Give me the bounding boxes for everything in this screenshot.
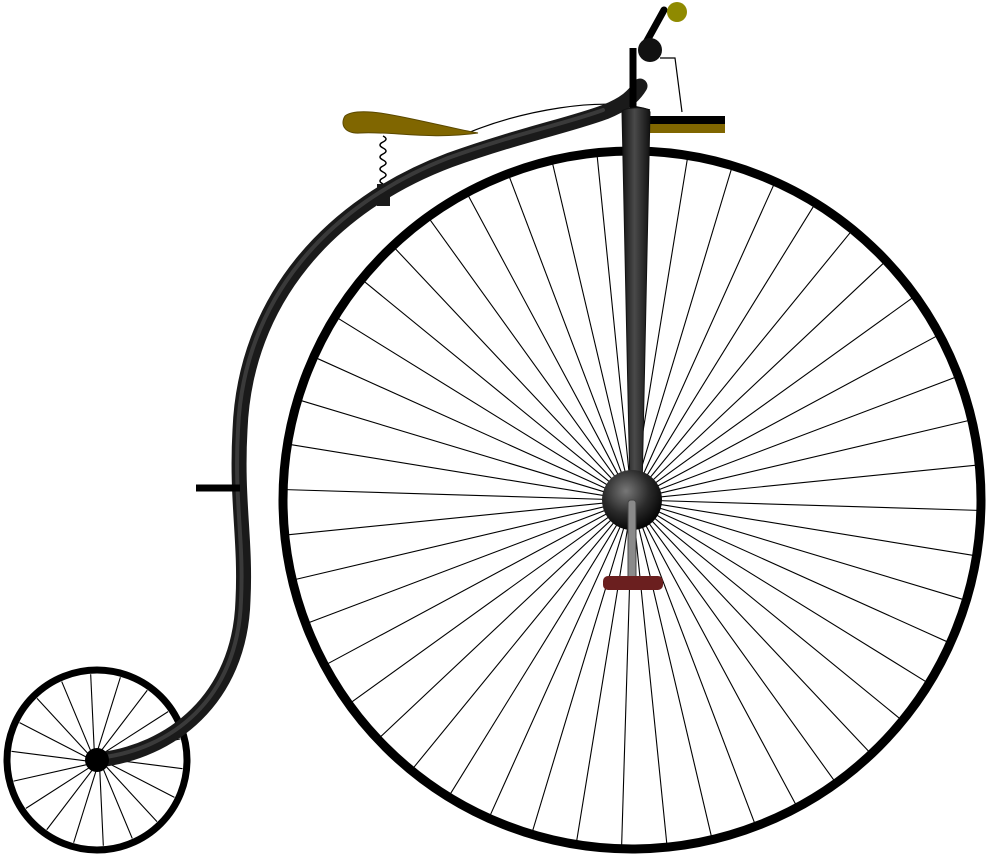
- rear-wheel-spoke: [101, 759, 175, 798]
- front-wheel-spoke: [300, 399, 627, 499]
- rear-wheel-spoke: [98, 764, 104, 846]
- front-wheel-spoke: [551, 163, 631, 495]
- pedal-crank: [627, 499, 637, 587]
- front-wheel-spoke: [636, 503, 901, 720]
- front-wheel-spoke: [531, 505, 631, 832]
- front-wheel-spoke: [633, 505, 713, 837]
- front-wheel-spoke: [286, 489, 627, 501]
- front-wheel-spoke: [637, 499, 978, 511]
- rear-wheel: [3, 666, 191, 854]
- rear-wheel-spoke: [25, 763, 95, 809]
- front-wheel-spoke: [634, 205, 815, 496]
- front-wheel-spoke: [637, 376, 956, 499]
- rear-wheel-spoke: [90, 674, 96, 756]
- rear-wheel-spoke: [13, 762, 94, 782]
- front-wheel-spoke: [635, 262, 885, 497]
- front-wheel-spoke: [632, 505, 668, 845]
- front-wheel-spoke: [637, 464, 977, 500]
- front-wheel-spoke: [449, 504, 630, 795]
- front-wheel-spoke: [295, 501, 627, 581]
- handle-grip: [667, 2, 687, 22]
- rear-wheel-spoke: [100, 763, 133, 839]
- rear-wheel-spoke: [11, 750, 93, 763]
- front-wheel-spoke: [637, 419, 969, 499]
- front-wheel-spoke: [308, 501, 627, 624]
- rear-wheel-spoke: [95, 677, 121, 756]
- front-wheel-spoke: [635, 503, 870, 753]
- front-wheel-spoke: [412, 504, 629, 769]
- front-wheel-spoke: [635, 231, 852, 496]
- rear-wheel-spoke: [101, 761, 158, 823]
- rear-wheel-spoke: [36, 697, 93, 759]
- front-wheel-spoke: [316, 357, 627, 499]
- front-wheel-spoke: [379, 503, 629, 738]
- front-wheel-spoke: [363, 280, 628, 497]
- front-wheel-spoke: [287, 500, 627, 536]
- rear-wheel-spoke: [97, 689, 148, 756]
- front-wheel-spoke: [633, 184, 775, 495]
- brake-cable-right: [660, 57, 683, 113]
- front-fork: [621, 107, 651, 491]
- rear-wheel-spoke: [73, 764, 99, 843]
- rear-wheel-spoke: [46, 764, 97, 831]
- saddle: [342, 111, 479, 137]
- rear-wheel-tyre: [3, 666, 191, 854]
- front-wheel-spoke: [337, 317, 628, 498]
- front-wheel-spoke: [636, 502, 927, 683]
- frame-backbone-highlight: [96, 108, 605, 760]
- front-wheel-spokes: [286, 154, 978, 846]
- front-wheel-spoke: [637, 501, 964, 601]
- front-wheel-spoke: [350, 503, 628, 703]
- handlebar: [625, 2, 725, 133]
- front-wheel-spoke: [633, 168, 733, 495]
- front-wheel-spoke: [327, 502, 628, 665]
- front-wheel-spoke: [637, 501, 948, 643]
- front-wheel-spoke: [636, 335, 937, 498]
- front-wheel-spoke: [634, 504, 797, 805]
- front-wheel-spoke: [467, 195, 630, 496]
- rear-wheel-spoke: [99, 711, 169, 757]
- handlebar-head: [638, 38, 662, 62]
- front-wheel-spoke: [290, 444, 627, 500]
- rear-wheel-spoke: [61, 681, 94, 757]
- front-wheel-spoke: [635, 504, 835, 782]
- front-wheel-spoke: [508, 176, 631, 495]
- rear-hub: [85, 748, 109, 772]
- pedal: [603, 576, 663, 590]
- front-wheel-spoke: [576, 505, 632, 842]
- rear-wheel-spoke: [19, 722, 93, 761]
- front-wheel-spoke: [637, 500, 974, 556]
- front-wheel-spoke: [636, 297, 914, 497]
- front-wheel-spoke: [633, 505, 756, 824]
- front-wheel-spoke: [596, 155, 632, 495]
- front-wheel-spoke: [489, 505, 631, 816]
- front-wheel-spoke: [394, 247, 629, 497]
- front-wheel-spoke: [429, 218, 629, 496]
